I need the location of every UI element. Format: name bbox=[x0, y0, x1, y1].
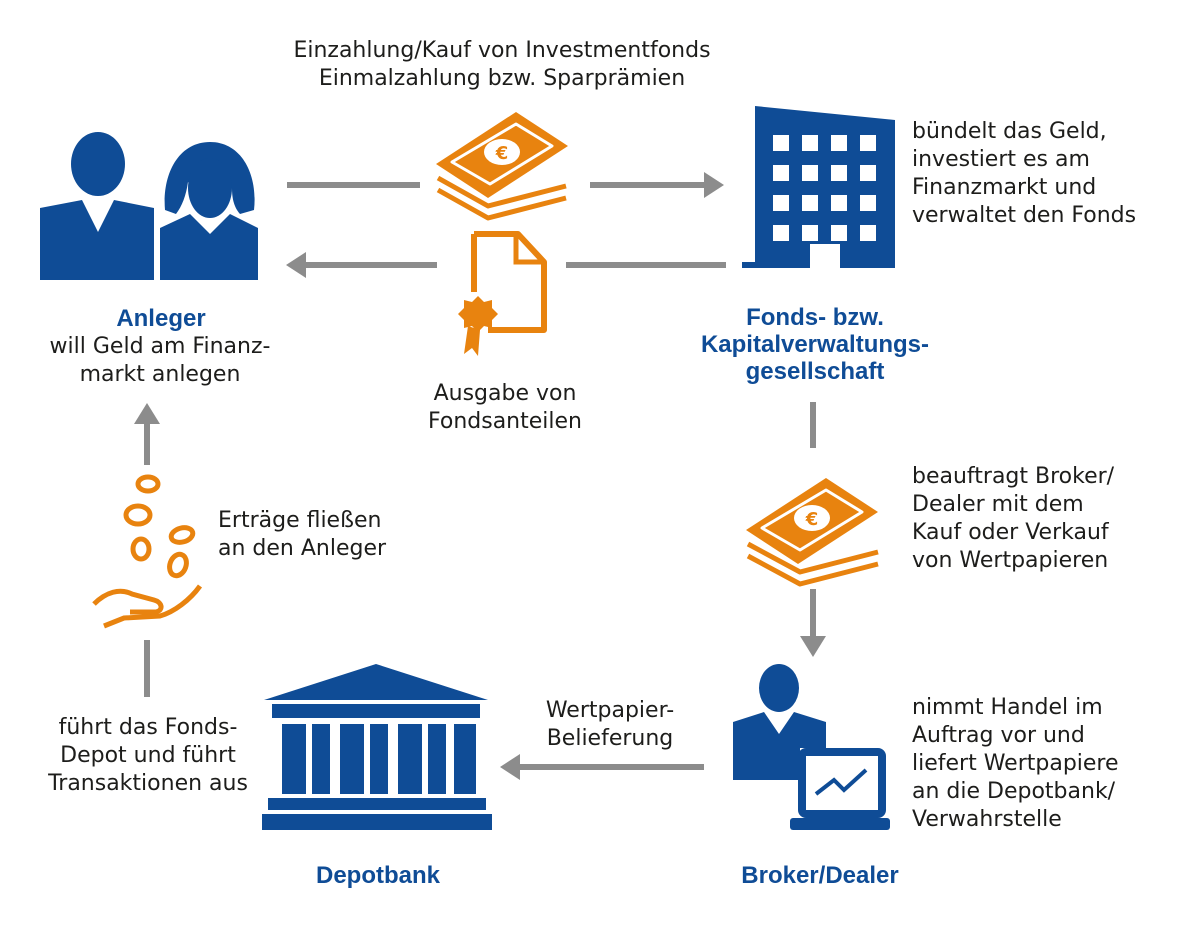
broker-desc-line3: liefert Wertpapiere bbox=[912, 751, 1119, 776]
fund-company-title: Fonds- bzw. Kapitalverwaltungs- gesellsc… bbox=[680, 304, 950, 385]
fund-title-line1: Fonds- bzw. bbox=[746, 304, 884, 331]
fund-desc-line4: verwaltet den Fonds bbox=[912, 203, 1137, 228]
investors-desc-line2: markt anlegen bbox=[79, 362, 241, 387]
arrow-payment-to-fund bbox=[287, 172, 724, 198]
delivery-line2: Belieferung bbox=[546, 726, 674, 751]
svg-text:€: € bbox=[495, 143, 509, 164]
euro-banknotes-broker-icon: € bbox=[746, 478, 879, 587]
delivery-label: Wertpapier- Belieferung bbox=[520, 697, 700, 753]
broker-desc-line5: Verwahrstelle bbox=[912, 807, 1062, 832]
broker-desc-line4: an die Depotbank/ bbox=[912, 779, 1116, 804]
broker-order-line4: von Wertpapieren bbox=[912, 548, 1109, 573]
returns-line1: Erträge fließen bbox=[218, 508, 382, 533]
depotbank-description: führt das Fonds- Depot und führt Transak… bbox=[20, 714, 276, 798]
certificate-document-icon bbox=[458, 231, 547, 356]
delivery-line1: Wertpapier- bbox=[545, 698, 675, 723]
investors-desc-line1: will Geld am Finanz- bbox=[49, 334, 271, 359]
trader-laptop-icon bbox=[733, 664, 890, 830]
broker-title: Broker/Dealer bbox=[741, 862, 899, 889]
arrow-shares-to-investor bbox=[286, 252, 726, 278]
fund-desc-line3: Finanzmarkt und bbox=[912, 175, 1097, 200]
broker-order-line1: beauftragt Broker/ bbox=[912, 464, 1115, 489]
returns-label: Erträge fließen an den Anleger bbox=[218, 507, 386, 563]
broker-desc-line2: Auftrag vor und bbox=[912, 723, 1085, 748]
depotbank-desc-line1: führt das Fonds- bbox=[58, 715, 238, 740]
investors-icon bbox=[40, 132, 258, 280]
investors-description: will Geld am Finanz- markt anlegen bbox=[20, 333, 300, 389]
broker-order-line3: Kauf oder Verkauf bbox=[912, 520, 1109, 545]
fund-desc-line1: bündelt das Geld, bbox=[912, 119, 1107, 144]
office-building-icon bbox=[742, 106, 895, 268]
fund-company-description: bündelt das Geld, investiert es am Finan… bbox=[912, 118, 1136, 230]
euro-banknotes-icon: € bbox=[436, 112, 568, 221]
coins-hand-icon bbox=[92, 474, 203, 629]
investors-title: Anleger bbox=[116, 305, 206, 332]
fund-desc-line2: investiert es am bbox=[912, 147, 1090, 172]
broker-description: nimmt Handel im Auftrag vor und liefert … bbox=[912, 694, 1119, 834]
payment-flow-line2: Einmalzahlung bzw. Sparprämien bbox=[318, 66, 686, 91]
shares-issue-line1: Ausgabe von bbox=[433, 381, 577, 406]
shares-issue-line2: Fondsanteilen bbox=[428, 409, 582, 434]
depotbank-desc-line3: Transaktionen aus bbox=[48, 771, 248, 796]
depotbank-desc-line2: Depot und führt bbox=[60, 743, 236, 768]
fund-title-line3: gesellschaft bbox=[745, 358, 885, 385]
broker-order-line2: Dealer mit dem bbox=[912, 492, 1084, 517]
arrow-depotbank-to-investor bbox=[134, 403, 160, 697]
arrow-fund-to-broker bbox=[800, 402, 826, 657]
svg-text:€: € bbox=[805, 509, 819, 530]
fund-title-line2: Kapitalverwaltungs- bbox=[700, 331, 930, 358]
arrow-broker-to-depotbank bbox=[500, 754, 704, 780]
payment-flow-line1: Einzahlung/Kauf von Investmentfonds bbox=[293, 38, 711, 63]
bank-building-icon bbox=[262, 664, 492, 830]
broker-desc-line1: nimmt Handel im bbox=[912, 695, 1103, 720]
depotbank-title: Depotbank bbox=[315, 862, 440, 889]
returns-line2: an den Anleger bbox=[218, 536, 387, 561]
payment-flow-label: Einzahlung/Kauf von Investmentfonds Einm… bbox=[282, 37, 722, 93]
shares-issue-label: Ausgabe von Fondsanteilen bbox=[400, 380, 610, 436]
broker-order-description: beauftragt Broker/ Dealer mit dem Kauf o… bbox=[912, 463, 1114, 575]
